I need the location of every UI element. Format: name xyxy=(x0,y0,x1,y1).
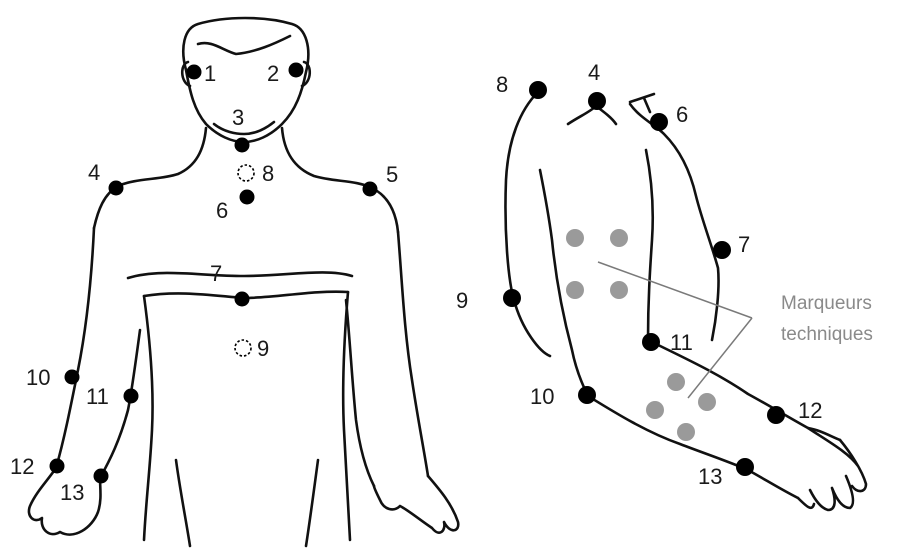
neck-base xyxy=(568,106,616,124)
label-3: 3 xyxy=(232,105,244,130)
technical-marker xyxy=(610,281,628,299)
technical-marker xyxy=(610,229,628,247)
marker-7 xyxy=(235,292,250,307)
marker-2 xyxy=(289,63,304,78)
side-marker-13 xyxy=(736,458,754,476)
left-arm-outer xyxy=(56,228,94,468)
side-label-11: 11 xyxy=(670,330,693,355)
marker-11 xyxy=(124,389,139,404)
technical-marker xyxy=(566,281,584,299)
waist-right xyxy=(306,460,318,546)
label-12: 12 xyxy=(10,454,34,479)
torso-left-side xyxy=(144,296,153,540)
pointer-line-lower xyxy=(688,318,752,398)
label-13: 13 xyxy=(60,480,84,505)
side-label-4: 4 xyxy=(588,60,600,85)
marker-9-hidden xyxy=(235,340,251,356)
side-marker-4 xyxy=(588,92,606,110)
side-label-10: 10 xyxy=(530,384,554,409)
technical-marker xyxy=(677,423,695,441)
label-6: 6 xyxy=(216,198,228,223)
front-shoulder xyxy=(630,104,719,340)
label-4: 4 xyxy=(88,160,100,185)
technical-marker xyxy=(646,401,664,419)
upper-arm-front xyxy=(646,150,653,340)
right-neck-shoulder xyxy=(282,128,398,232)
marker-3 xyxy=(235,138,250,153)
side-label-7: 7 xyxy=(738,232,750,257)
label-8: 8 xyxy=(262,161,274,186)
waist-left xyxy=(176,460,190,546)
technical-markers xyxy=(566,229,716,441)
marker-8-hidden xyxy=(238,165,254,181)
side-label-12: 12 xyxy=(798,398,822,423)
marker-4 xyxy=(109,181,124,196)
side-label-9: 9 xyxy=(456,288,468,313)
label-9: 9 xyxy=(257,336,269,361)
side-marker-11 xyxy=(642,333,660,351)
label-1: 1 xyxy=(204,61,216,86)
side-marker-6 xyxy=(650,113,668,131)
front-labels: 1 2 3 8 6 4 5 7 9 10 11 12 13 xyxy=(10,61,398,505)
marker-1 xyxy=(187,65,202,80)
forearm-bottom xyxy=(588,396,798,498)
label-10: 10 xyxy=(26,365,50,390)
right-hand xyxy=(374,476,458,533)
technical-marker xyxy=(566,229,584,247)
side-label-6: 6 xyxy=(676,102,688,127)
marker-12 xyxy=(50,459,65,474)
side-marker-10 xyxy=(578,386,596,404)
side-marker-7 xyxy=(713,241,731,259)
technical-label-line1: Marqueurs xyxy=(781,293,872,314)
upper-arm-back xyxy=(540,170,588,396)
label-7: 7 xyxy=(210,261,222,286)
side-label-13: 13 xyxy=(698,464,722,489)
back-outline xyxy=(505,92,550,356)
right-arm-outer xyxy=(398,232,428,476)
label-11: 11 xyxy=(86,384,109,409)
front-view xyxy=(29,18,458,546)
technical-markers-label: Marqueurs techniques xyxy=(781,293,873,345)
left-neck-shoulder xyxy=(94,128,206,228)
marker-6 xyxy=(240,190,255,205)
label-2: 2 xyxy=(267,61,279,86)
side-marker-12 xyxy=(767,406,785,424)
marker-5 xyxy=(363,182,378,197)
side-marker-9 xyxy=(503,289,521,307)
technical-label-line2: techniques xyxy=(781,324,873,345)
marker-10 xyxy=(65,370,80,385)
chest-line xyxy=(128,272,352,278)
technical-marker xyxy=(698,393,716,411)
technical-marker xyxy=(667,373,685,391)
right-arm-inner xyxy=(346,300,374,486)
hairline xyxy=(198,36,290,54)
side-marker-8 xyxy=(529,81,547,99)
label-5: 5 xyxy=(386,162,398,187)
side-hand xyxy=(798,428,866,510)
marker-13 xyxy=(94,469,109,484)
side-label-8: 8 xyxy=(496,72,508,97)
